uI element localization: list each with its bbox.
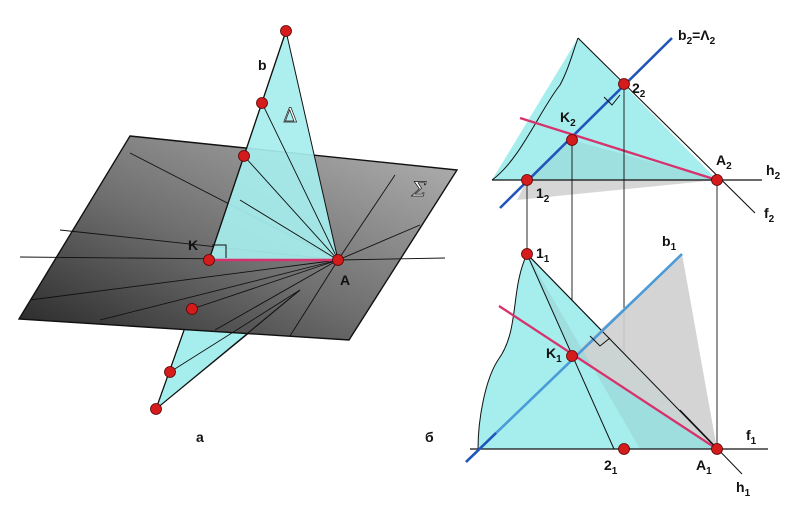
label-delta: Δ: [283, 103, 297, 127]
label-h1: h1: [736, 479, 751, 499]
label-f2: f2: [764, 205, 775, 225]
label-b2: b2=Λ2: [678, 27, 716, 47]
line-pink-bottom: [498, 305, 718, 450]
label-A: A: [340, 272, 350, 288]
gray-projection-top: [517, 180, 717, 200]
label-f1: f1: [746, 427, 757, 447]
gray-projection-bottom: [572, 254, 717, 449]
point-b-2: [256, 97, 268, 109]
label-2-1: 21: [604, 457, 618, 477]
point-b-bottom: [150, 403, 162, 415]
label-K2: K2: [560, 109, 576, 129]
line-h1: [679, 409, 743, 475]
point-b-5: [186, 303, 198, 315]
caption-b: б: [425, 429, 434, 445]
point-2-2: [618, 78, 630, 90]
caption-a: а: [196, 429, 204, 445]
line-b-upper: [208, 30, 287, 261]
triangle-delta-upper: [208, 29, 339, 261]
figure-b: b2=Λ2 22 K2 A2 h2 f2 12 11 b1 K1 f1: [425, 27, 781, 499]
point-K1: [566, 350, 578, 362]
point-b-top: [280, 25, 292, 37]
point-A1: [711, 443, 723, 455]
cyan-band-bottom: [527, 254, 717, 449]
label-K1: K1: [546, 345, 562, 365]
label-sigma: Σ: [411, 177, 427, 201]
label-b: b: [258, 57, 267, 73]
label-1-2: 12: [536, 185, 550, 205]
label-K: K: [188, 237, 198, 253]
label-A2: A2: [716, 152, 732, 172]
line-b1-dark-tail: [465, 432, 497, 463]
right-angle-mark-2-2: [603, 94, 621, 106]
label-b1: b1: [662, 233, 677, 253]
label-2-2: 22: [632, 80, 646, 100]
triangle-inner-lines: [169, 102, 339, 373]
line-pink-top: [519, 116, 718, 182]
point-K: [203, 254, 215, 266]
point-1-1: [521, 248, 533, 260]
right-angle-mark-K: [212, 244, 227, 258]
label-h2: h2: [766, 162, 781, 182]
point-K2: [566, 134, 578, 146]
right-angle-mark-K1: [589, 335, 611, 347]
figure-a: b Δ Σ K A а: [17, 25, 459, 445]
point-A2: [711, 174, 723, 186]
point-b-6: [164, 366, 176, 378]
frontal-triangle: [492, 38, 717, 180]
point-1-2: [521, 174, 533, 186]
point-A: [332, 254, 344, 266]
frontal-triangle-right-edge: [577, 37, 756, 214]
point-2-1: [618, 443, 630, 455]
frontal-triangle-wavy-edge: [491, 37, 579, 181]
gray-projection-top-2: [527, 140, 717, 180]
edge-lower-right: [155, 289, 301, 410]
point-b-3: [238, 150, 250, 162]
label-1-1: 11: [536, 245, 550, 265]
label-A1: A1: [696, 457, 712, 477]
